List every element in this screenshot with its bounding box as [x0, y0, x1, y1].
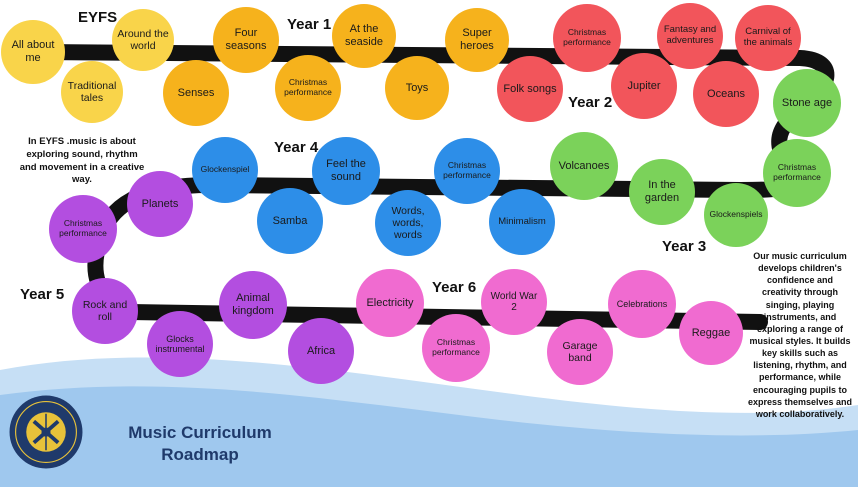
- topic-node-reggae: Reggae: [679, 301, 743, 365]
- topic-node-celebrations: Celebrations: [608, 270, 676, 338]
- topic-node-christmas-performance-y4: Christmas performance: [434, 138, 500, 204]
- school-badge-logo: [9, 395, 83, 469]
- topic-label: Animal kingdom: [232, 292, 274, 317]
- bottom-wave-front: [0, 386, 858, 487]
- topic-node-oceans: Oceans: [693, 61, 759, 127]
- topic-node-christmas-performance-y2: Christmas performance: [553, 4, 621, 72]
- page-title: Music Curriculum Roadmap: [128, 423, 272, 465]
- topic-node-rock-and-roll: Rock and roll: [72, 278, 138, 344]
- topic-label: Rock and roll: [82, 298, 128, 323]
- topic-node-at-the-seaside: At the seaside: [332, 4, 396, 68]
- year-label-2: Year 2: [568, 94, 613, 111]
- topic-label: Four seasons: [225, 27, 267, 52]
- topic-node-super-heroes: Super heroes: [445, 8, 509, 72]
- topic-label: Around the world: [117, 27, 169, 52]
- topic-node-samba: Samba: [257, 188, 323, 254]
- topic-label: Super heroes: [460, 27, 494, 52]
- topic-label: Christmas performance: [443, 160, 491, 180]
- topic-label: Traditional tales: [67, 79, 117, 104]
- topic-label: Garage band: [562, 339, 598, 364]
- topic-label: In the garden: [644, 179, 680, 204]
- topic-label: Christmas performance: [432, 337, 480, 357]
- topic-node-senses: Senses: [163, 60, 229, 126]
- topic-label: All about me: [11, 39, 55, 64]
- topic-label: Christmas performance: [773, 162, 821, 182]
- topic-label: Christmas performance: [563, 27, 611, 47]
- year-label-3: Year 3: [662, 238, 707, 255]
- topic-label: Christmas performance: [59, 218, 107, 238]
- topic-label: Stone age: [781, 96, 833, 109]
- topic-node-toys: Toys: [385, 56, 449, 120]
- topic-node-volcanoes: Volcanoes: [550, 132, 618, 200]
- topic-label: Glockenspiels: [709, 209, 763, 220]
- year-label-5: Year 5: [20, 286, 65, 303]
- topic-label: Jupiter: [627, 79, 661, 92]
- topic-label: Feel the sound: [326, 158, 366, 183]
- topic-label: Senses: [177, 86, 215, 99]
- topic-node-africa: Africa: [288, 318, 354, 384]
- topic-node-world-war-2: World War 2: [481, 269, 547, 335]
- year-label-4: Year 4: [274, 139, 319, 156]
- topic-node-fantasy-and-adventures: Fantasy and adventures: [657, 3, 723, 69]
- topic-label: Fantasy and adventures: [663, 24, 717, 46]
- topic-label: Electricity: [366, 296, 414, 309]
- topic-node-christmas-performance-y6: Christmas performance: [422, 314, 490, 382]
- topic-node-garage-band: Garage band: [547, 319, 613, 385]
- topic-node-minimalism: Minimalism: [489, 189, 555, 255]
- topic-label: Folk songs: [503, 82, 557, 95]
- topic-label: Words, words, words: [391, 204, 425, 242]
- year-label-eyfs: EYFS: [78, 9, 118, 26]
- topic-node-christmas-performance-y3: Christmas performance: [763, 139, 831, 207]
- topic-node-christmas-performance-y1: Christmas performance: [275, 55, 341, 121]
- topic-label: Volcanoes: [558, 159, 610, 172]
- topic-node-animal-kingdom: Animal kingdom: [219, 271, 287, 339]
- topic-node-traditional-tales: Traditional tales: [61, 61, 123, 123]
- topic-node-four-seasons: Four seasons: [213, 7, 279, 73]
- topic-node-glockenspiel: Glockenspiel: [192, 137, 258, 203]
- topic-label: World War 2: [490, 290, 538, 314]
- topic-node-words-words-words: Words, words, words: [375, 190, 441, 256]
- topic-label: At the seaside: [345, 23, 383, 48]
- topic-node-jupiter: Jupiter: [611, 53, 677, 119]
- topic-label: Reggae: [691, 326, 731, 339]
- topic-label: Glockenspiel: [200, 164, 250, 175]
- topic-label: Glocks instrumental: [155, 333, 205, 354]
- topic-node-around-the-world: Around the world: [112, 9, 174, 71]
- topic-label: Celebrations: [616, 298, 668, 309]
- topic-label: Christmas performance: [284, 77, 332, 97]
- eyfs-note: In EYFS .music is about exploring sound,…: [19, 136, 145, 186]
- topic-label: Africa: [306, 344, 336, 357]
- year-label-1: Year 1: [287, 16, 332, 33]
- topic-label: Carnival of the animals: [743, 26, 793, 48]
- curriculum-note: Our music curriculum develops children's…: [747, 251, 853, 419]
- year-label-6: Year 6: [432, 279, 477, 296]
- topic-node-carnival-of-the-animals: Carnival of the animals: [735, 5, 801, 71]
- topic-node-christmas-performance-y5: Christmas performance: [49, 195, 117, 263]
- topic-label: Minimalism: [498, 215, 546, 227]
- topic-label: Oceans: [707, 87, 745, 100]
- topic-label: Planets: [141, 197, 179, 210]
- topic-node-feel-the-sound: Feel the sound: [312, 137, 380, 205]
- topic-node-stone-age: Stone age: [773, 69, 841, 137]
- topic-node-glockenspiels: Glockenspiels: [704, 183, 768, 247]
- topic-node-folk-songs: Folk songs: [497, 56, 563, 122]
- topic-label: Samba: [272, 214, 308, 227]
- topic-node-all-about-me: All about me: [1, 20, 65, 84]
- topic-node-in-the-garden: In the garden: [629, 159, 695, 225]
- topic-node-glocks-instrumental: Glocks instrumental: [147, 311, 213, 377]
- topic-label: Toys: [405, 81, 429, 94]
- topic-node-planets: Planets: [127, 171, 193, 237]
- topic-node-electricity: Electricity: [356, 269, 424, 337]
